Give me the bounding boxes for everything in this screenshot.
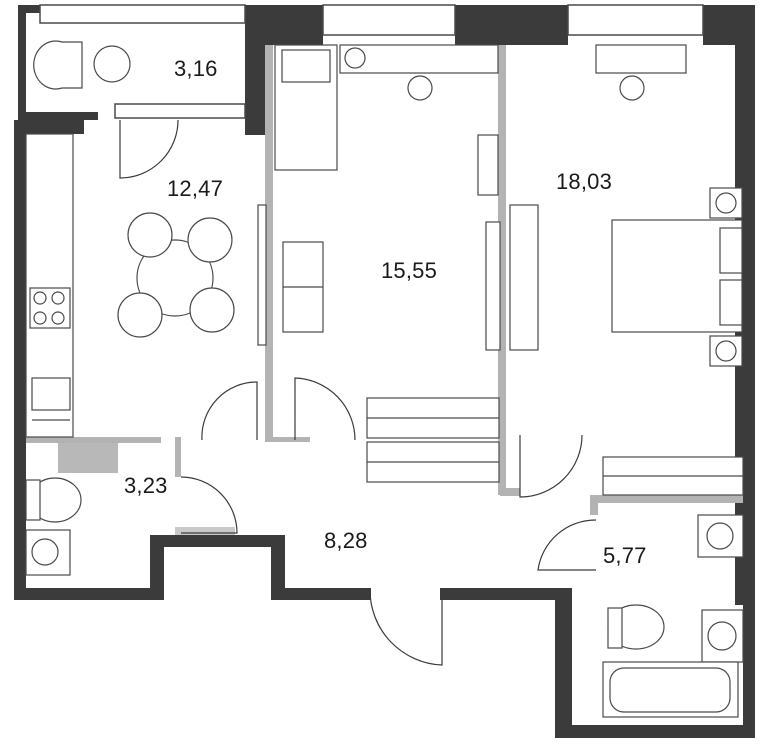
room-area-balcony: 3,16 bbox=[174, 56, 218, 81]
room-area-bedroom: 18,03 bbox=[556, 169, 613, 194]
dining-table bbox=[117, 212, 235, 338]
partitions bbox=[26, 45, 743, 535]
room-area-kitchen: 12,47 bbox=[167, 176, 224, 201]
sofa bbox=[282, 241, 324, 333]
wc-fixtures bbox=[25, 477, 82, 576]
room-area-living: 15,55 bbox=[381, 258, 438, 283]
room-area-wc: 3,23 bbox=[124, 473, 168, 498]
single-bed bbox=[274, 44, 338, 171]
wardrobes bbox=[366, 134, 744, 496]
tv-stands bbox=[257, 204, 539, 351]
room-area-hall: 8,28 bbox=[324, 528, 368, 553]
desks bbox=[339, 44, 687, 101]
kitchen-counter bbox=[25, 133, 74, 438]
windows bbox=[39, 4, 704, 119]
balcony-furniture bbox=[33, 40, 131, 90]
structural-walls bbox=[14, 5, 755, 738]
doors bbox=[119, 119, 597, 666]
double-bed bbox=[611, 187, 743, 367]
room-area-bathroom: 5,77 bbox=[603, 543, 647, 568]
bathroom-fixtures bbox=[602, 514, 744, 718]
